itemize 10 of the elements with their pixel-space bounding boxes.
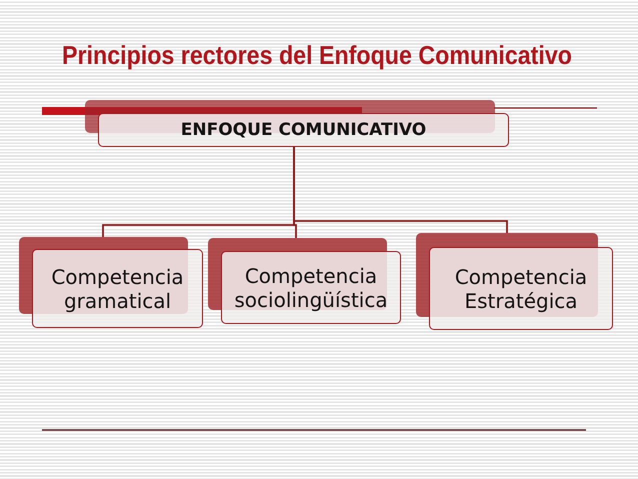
hierarchy-box: [85, 100, 509, 147]
box-label: Competencia sociolingüística: [233, 264, 389, 312]
connector-line: [293, 147, 508, 233]
hierarchy-box: [19, 237, 203, 328]
box-label: Competencia Estratégica: [454, 264, 588, 312]
box-heading: ENFOQUE COMUNICATIVO: [180, 120, 426, 140]
hierarchy-box: [416, 233, 613, 330]
slide-title: Principios rectores del Enfoque Comunicativo: [62, 40, 572, 72]
box-label: Competencia gramatical: [50, 264, 185, 312]
hierarchy-box: [208, 238, 401, 324]
